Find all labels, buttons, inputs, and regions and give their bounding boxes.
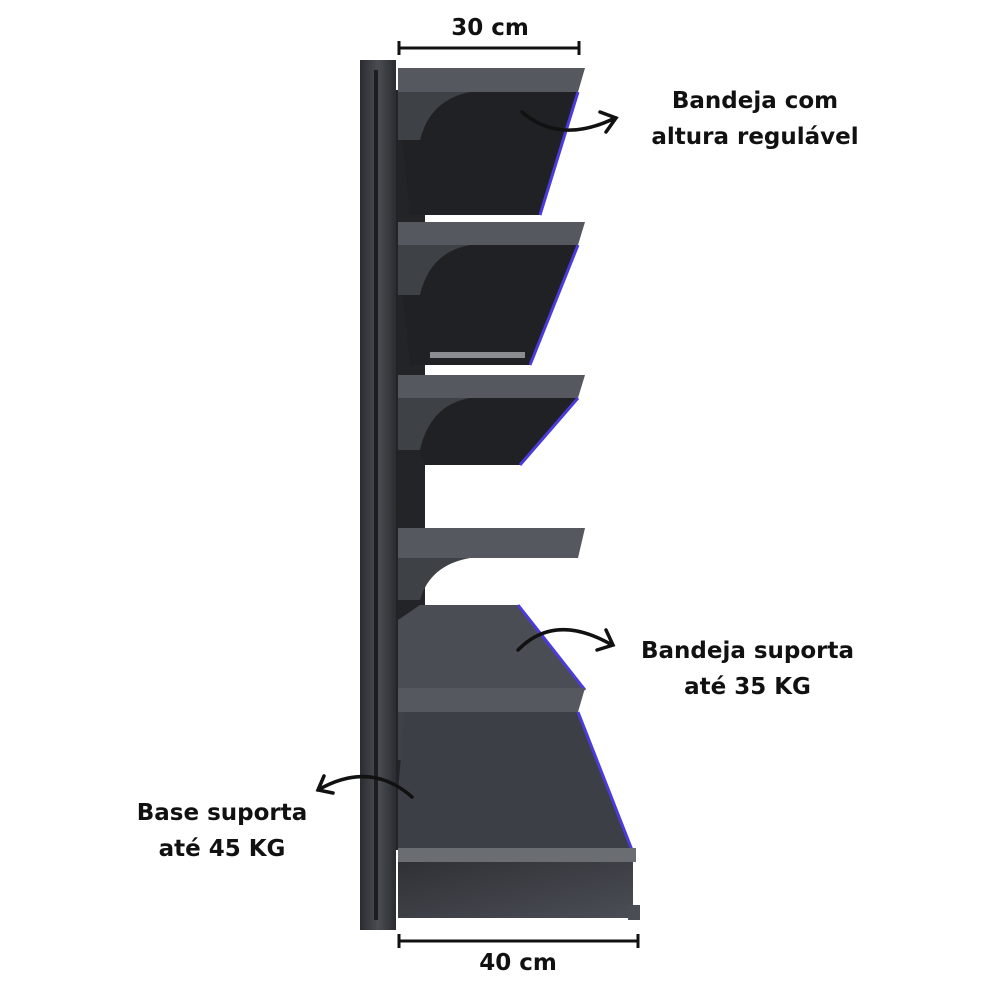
annotation-line: até 45 KG (158, 836, 286, 862)
bottom-width-label: 40 cm (479, 950, 557, 976)
shelf-4 (398, 528, 585, 600)
annotation-line: altura regulável (651, 124, 859, 150)
arrow-icon (315, 774, 414, 799)
annotation-line: até 35 KG (684, 674, 811, 700)
bottom-dimension-line (397, 934, 640, 948)
adjustable-tray-annotation: Bandeja com altura regulável (640, 83, 870, 155)
top-dimension-line (397, 41, 581, 55)
top-width-label: 30 cm (451, 15, 529, 41)
base (398, 711, 640, 920)
shelf-1 (398, 68, 585, 216)
arrow-icon (516, 627, 616, 652)
annotation-line: Bandeja suporta (640, 638, 855, 664)
base-load-annotation: Base suporta até 45 KG (122, 795, 322, 867)
annotation-line: Bandeja com (671, 88, 839, 114)
arrow-icon (520, 110, 619, 134)
shelf-5 (398, 604, 587, 760)
tray-load-annotation: Bandeja suporta até 35 KG (630, 633, 865, 705)
shelf-3 (398, 375, 585, 466)
shelf-2 (398, 222, 585, 366)
annotation-line: Base suporta (136, 800, 308, 826)
